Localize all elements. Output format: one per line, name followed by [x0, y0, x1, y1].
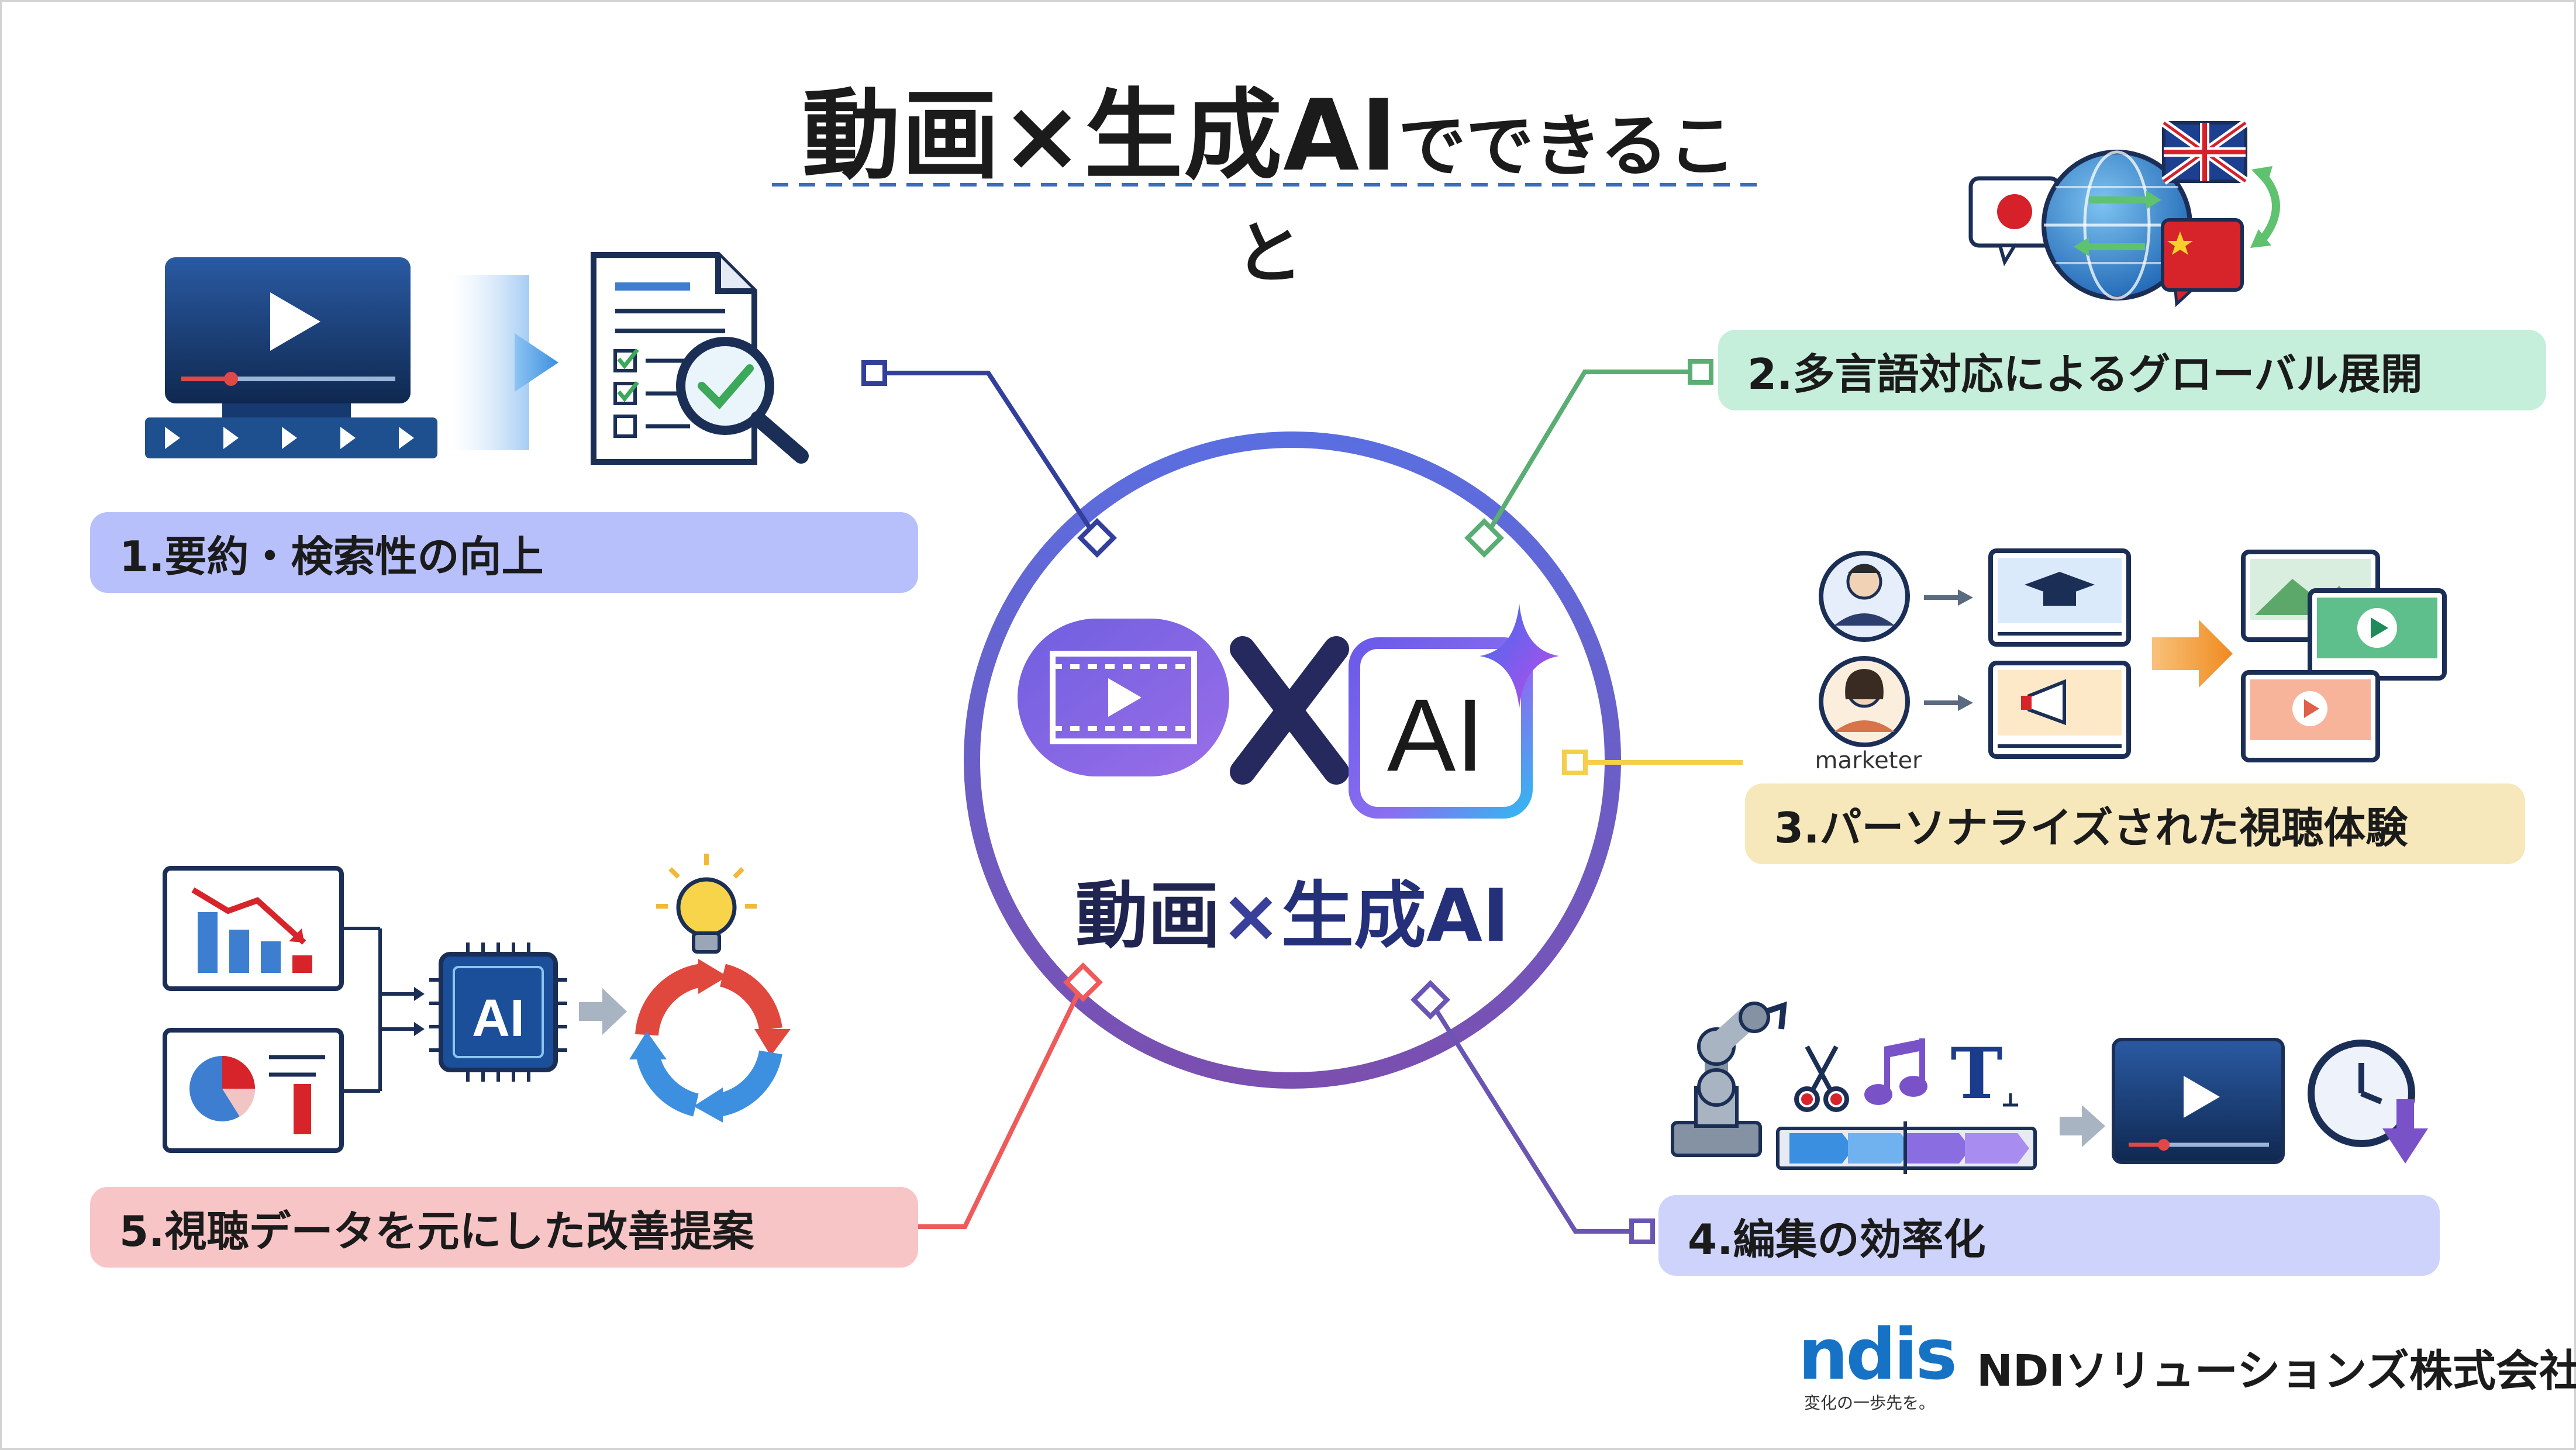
- page-title-sub: でできること: [1235, 107, 1736, 293]
- company-logo-tagline: 変化の一歩先を。: [1804, 1393, 1936, 1413]
- connector-1: [861, 360, 1117, 558]
- center-label: 動画×生成AI: [1053, 857, 1532, 962]
- page-title: 動画×生成AIでできること: [772, 56, 1766, 293]
- illustration-editing: T: [1671, 1001, 2428, 1174]
- illustration-personalization: [1819, 548, 2447, 762]
- connector-4: [1411, 980, 1655, 1244]
- center-ai-icon: AI: [1349, 603, 1559, 819]
- svg-text:AI: AI: [1387, 678, 1484, 793]
- illustration-multilingual: [1968, 119, 2280, 308]
- center-label-genai: 生成AI: [1281, 874, 1510, 958]
- center-label-times: ×: [1220, 874, 1281, 958]
- company-name: NDIソリューションズ株式会社: [1977, 1346, 2576, 1396]
- item-data-improvement: 5.視聴データを元にした改善提案: [90, 1187, 918, 1268]
- marketer-label: marketer: [1815, 747, 1922, 774]
- illustration-data-improvement: AI: [163, 854, 791, 1153]
- item-multilingual: 2.多言語対応によるグローバル展開: [1718, 330, 2546, 410]
- illustration-summary: [145, 252, 809, 465]
- item-personalization: 3.パーソナライズされた視聴体験: [1745, 783, 2525, 864]
- item-editing-efficiency: 4.編集の効率化: [1658, 1195, 2440, 1276]
- connector-3: [1562, 750, 1743, 775]
- center-video-icon: [1018, 619, 1229, 776]
- page-title-main: 動画×生成AI: [802, 78, 1398, 193]
- connector-5: [892, 962, 1103, 1240]
- item-summary-search: 1.要約・検索性の向上: [90, 512, 918, 593]
- svg-text:AI: AI: [472, 989, 525, 1048]
- company-logo: ndis: [1798, 1314, 1957, 1396]
- center-label-video: 動画: [1075, 874, 1220, 958]
- center-cross-icon: [1230, 636, 1349, 785]
- svg-text:T: T: [1950, 1033, 2002, 1115]
- connector-2: [1464, 359, 1713, 558]
